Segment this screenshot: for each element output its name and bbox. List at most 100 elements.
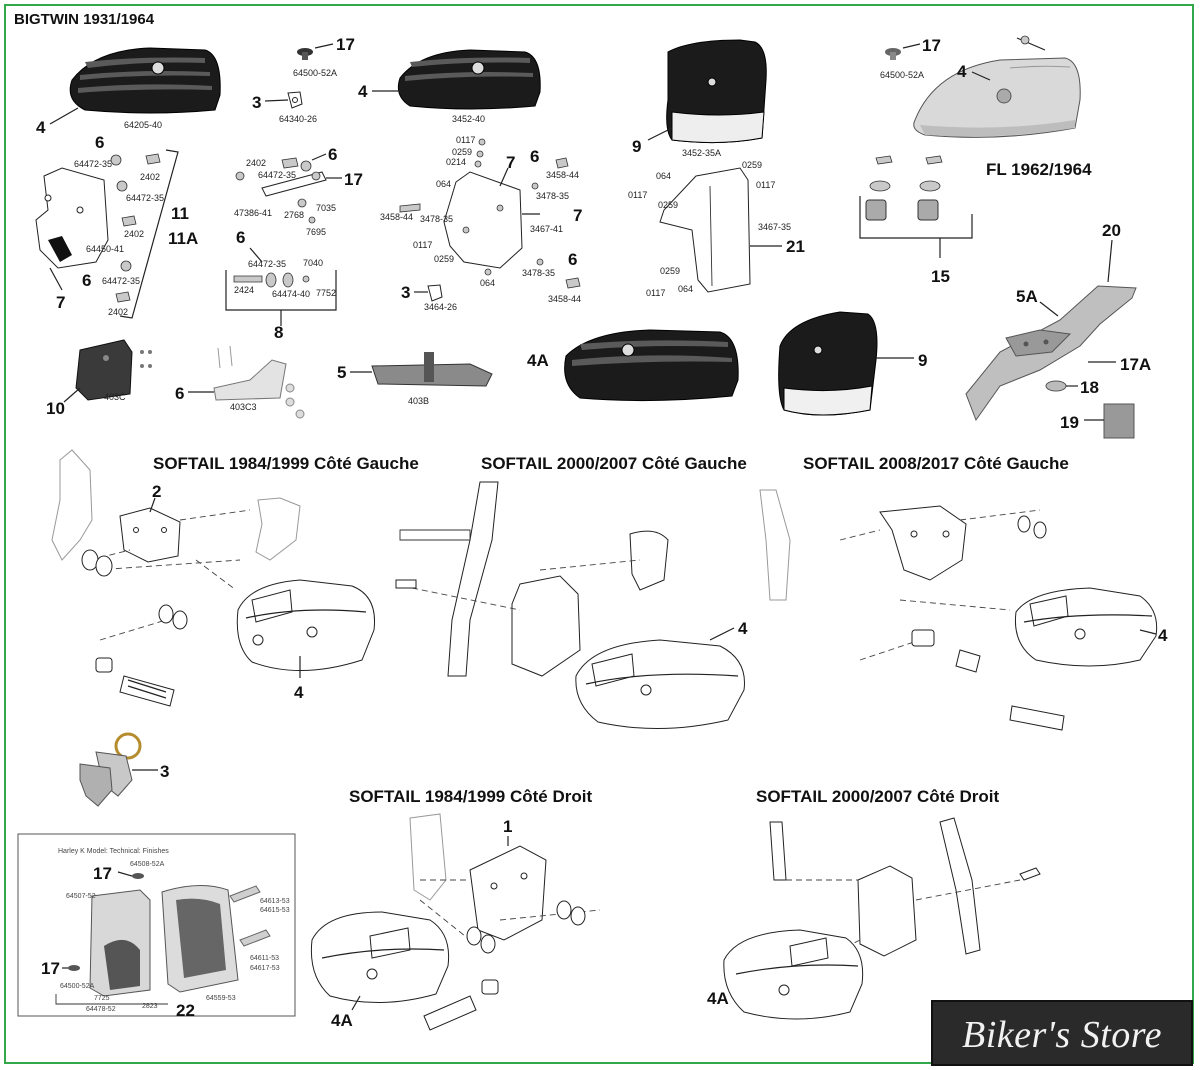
- callout-3: 3: [401, 283, 410, 302]
- callout-6: 6: [95, 133, 104, 152]
- pn-2402: 2402: [124, 229, 144, 239]
- lock-tab-3a: [287, 91, 303, 109]
- bracket-403C3: [213, 345, 305, 419]
- callout-6: 6: [568, 250, 577, 269]
- title-softail-0817-left: SOFTAIL 2008/2017 Côté Gauche: [803, 454, 1069, 473]
- toolbox-64205-40: [69, 47, 221, 114]
- lock-tab-3b: [427, 284, 443, 302]
- callout-7: 7: [56, 293, 65, 312]
- pn-0117: 0117: [628, 190, 647, 200]
- bracket-403B: [371, 352, 493, 387]
- callout-17: 17: [41, 959, 60, 978]
- pn-64472-35: 64472-35: [126, 193, 164, 203]
- bracket-3467-41: [443, 171, 523, 269]
- softail-0007-right-assembly: [723, 817, 1041, 1020]
- callout-10: 10: [46, 399, 65, 418]
- keys-3: [79, 732, 142, 807]
- inset-k-model: Harley K Model: Technical: Finishes 6450…: [17, 833, 296, 1017]
- bracket-64450-41: [35, 167, 109, 269]
- toolbox-9: [778, 311, 878, 416]
- softail-8499-left-assembly: [51, 449, 376, 707]
- callout-17A: 17A: [1120, 355, 1151, 374]
- pn-3464-26: 3464-26: [424, 302, 457, 312]
- pn-7040: 7040: [303, 258, 323, 268]
- pn-64472-35: 64472-35: [74, 159, 112, 169]
- callout-17: 17: [922, 36, 941, 55]
- callout-9: 9: [632, 137, 641, 156]
- inset-pn-64559-53: 64559-53: [206, 995, 236, 1002]
- inset-title: Harley K Model: Technical: Finishes: [58, 848, 169, 855]
- title-softail-8499-right: SOFTAIL 1984/1999 Côté Droit: [349, 787, 592, 806]
- callout-4A: 4A: [331, 1011, 353, 1030]
- callout-6: 6: [236, 228, 245, 247]
- thumbscrew-17a: [297, 48, 313, 60]
- pn-0214: 0214: [446, 157, 466, 167]
- callout-20: 20: [1102, 221, 1121, 240]
- callout-6: 6: [175, 384, 184, 403]
- pn-2768: 2768: [284, 210, 304, 220]
- pn-0259: 0259: [452, 147, 472, 157]
- pn-64474-40: 64474-40: [272, 289, 310, 299]
- inset-pn-64508-52A: 64508-52A: [130, 861, 165, 868]
- bikers-store-logo: Biker's Store: [931, 1000, 1193, 1066]
- pn-3452-40: 3452-40: [452, 114, 485, 124]
- callout-18: 18: [1080, 378, 1099, 397]
- pn-64500-52A: 64500-52A: [880, 70, 924, 80]
- callout-22: 22: [176, 1001, 195, 1020]
- callout-6: 6: [530, 147, 539, 166]
- callout-19: 19: [1060, 413, 1079, 432]
- inset-pn-7725: 7725: [94, 995, 110, 1002]
- callout-7: 7: [573, 206, 582, 225]
- softail-8499-right-assembly: [310, 813, 601, 1031]
- callout-11A: 11A: [168, 229, 198, 248]
- pn-064: 064: [656, 171, 671, 181]
- inset-pn-2823: 2823: [142, 1003, 158, 1010]
- title-softail-0007-right: SOFTAIL 2000/2007 Côté Droit: [756, 787, 999, 806]
- callout-4: 4: [36, 118, 46, 137]
- callout-17: 17: [93, 864, 112, 883]
- title-softail-0007-left: SOFTAIL 2000/2007 Côté Gauche: [481, 454, 747, 473]
- pn-3458-44: 3458-44: [548, 294, 581, 304]
- callout-4: 4: [957, 62, 967, 81]
- pn-64205-40: 64205-40: [124, 120, 162, 130]
- callout-4: 4: [1158, 626, 1168, 645]
- pn-3478-35: 3478-35: [420, 214, 453, 224]
- callout-8: 8: [274, 323, 283, 342]
- pn-0117: 0117: [646, 288, 665, 298]
- pn-64340-26: 64340-26: [279, 114, 317, 124]
- title-softail-8499-left: SOFTAIL 1984/1999 Côté Gauche: [153, 454, 419, 473]
- pn-64472-35: 64472-35: [102, 276, 140, 286]
- callout-6: 6: [328, 145, 337, 164]
- title-bigtwin: BIGTWIN 1931/1964: [14, 11, 155, 28]
- callout-4A: 4A: [527, 351, 549, 370]
- pn-064: 064: [436, 179, 451, 189]
- pn-2402: 2402: [140, 172, 160, 182]
- callout-17: 17: [336, 35, 355, 54]
- callout-4: 4: [358, 82, 368, 101]
- pn-3458-44: 3458-44: [380, 212, 413, 222]
- inset-pn-64500-52A: 64500-52A: [60, 983, 95, 990]
- pn-64450-41: 64450-41: [86, 244, 124, 254]
- pn-64500-52A: 64500-52A: [293, 68, 337, 78]
- bracket-403C: [75, 339, 152, 401]
- callout-4: 4: [294, 683, 304, 702]
- toolbox-3452-40: [397, 49, 541, 110]
- toolbox-4A: [564, 329, 739, 402]
- pn-0259: 0259: [658, 200, 678, 210]
- pn-7752: 7752: [316, 288, 336, 298]
- callout-5: 5: [337, 363, 346, 382]
- inset-pn-64611-53: 64611-53: [250, 955, 279, 962]
- pn-0259: 0259: [660, 266, 680, 276]
- pn-0117: 0117: [456, 135, 475, 145]
- inset-pn-64617-53: 64617-53: [250, 965, 280, 972]
- callout-9: 9: [918, 351, 927, 370]
- softail-0817-left-assembly: [759, 489, 1158, 731]
- callout-21: 21: [786, 237, 805, 256]
- pn-2402: 2402: [246, 158, 266, 168]
- bracket-3467-35: [659, 167, 751, 293]
- inset-pn-64615-53: 64615-53: [260, 907, 290, 914]
- callout-6: 6: [82, 271, 91, 290]
- pn-0117: 0117: [756, 180, 775, 190]
- callout-7: 7: [506, 153, 515, 172]
- pn-3452-35A: 3452-35A: [682, 148, 721, 158]
